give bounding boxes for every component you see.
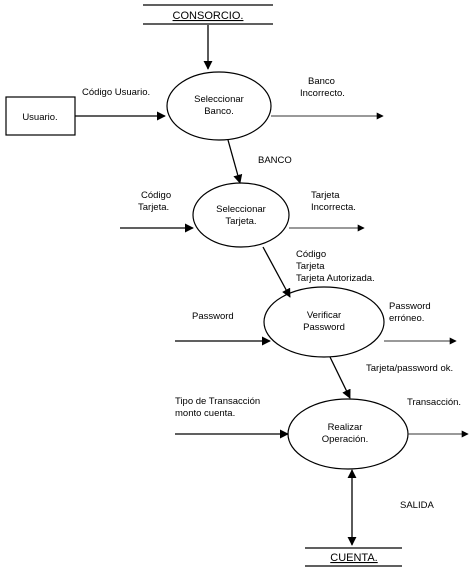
flow-label-tipo-transaccion-line-1: Tipo de Transacción bbox=[175, 396, 260, 407]
flow-label-codigo-autorizada-line-3: Tarjeta Autorizada. bbox=[296, 273, 375, 284]
flow-label-codigo-usuario: Código Usuario. bbox=[82, 87, 150, 98]
arrow-banco-to-tarjeta bbox=[227, 139, 243, 184]
flow-label-tarjeta-incorrecta-line-2: Incorrecta. bbox=[311, 202, 356, 213]
process-verificar-password-line-2: Password bbox=[303, 322, 345, 333]
flow-label-tipo-transaccion-line-2: monto cuenta. bbox=[175, 408, 235, 419]
process-verificar-password: Verificar Password bbox=[263, 286, 385, 358]
flow-label-banco-incorrecto-line-2: Incorrecto. bbox=[300, 88, 345, 99]
process-seleccionar-tarjeta: Seleccionar Tarjeta. bbox=[192, 182, 290, 248]
flow-label-codigo-tarjeta-line-1: Código bbox=[141, 190, 171, 201]
flow-label-banco-incorrecto-line-1: Banco bbox=[308, 76, 335, 87]
flow-label-password: Password bbox=[192, 311, 234, 322]
flow-label-tarjeta-password-ok: Tarjeta/password ok. bbox=[366, 363, 453, 374]
process-realizar-operacion-line-1: Realizar bbox=[328, 422, 363, 433]
data-store-consorcio-label: CONSORCIO. bbox=[173, 10, 244, 22]
process-realizar-operacion-line-2: Operación. bbox=[322, 434, 368, 445]
process-seleccionar-banco-line-2: Banco. bbox=[204, 106, 234, 117]
flow-arrows bbox=[75, 25, 469, 546]
process-seleccionar-tarjeta-line-1: Seleccionar bbox=[216, 204, 266, 215]
data-store-cuenta-label: CUENTA. bbox=[330, 552, 377, 564]
process-seleccionar-banco: Seleccionar Banco. bbox=[166, 71, 272, 141]
process-seleccionar-tarjeta-line-2: Tarjeta. bbox=[225, 216, 256, 227]
flow-label-codigo-tarjeta-line-2: Tarjeta. bbox=[138, 202, 169, 213]
process-seleccionar-banco-line-1: Seleccionar bbox=[194, 94, 244, 105]
flow-label-salida: SALIDA bbox=[400, 500, 434, 511]
data-store-consorcio: CONSORCIO. bbox=[143, 4, 273, 25]
flow-label-codigo-autorizada-line-2: Tarjeta bbox=[296, 261, 325, 272]
arrow-tarjeta-to-verificar bbox=[262, 246, 291, 298]
flow-label-codigo-autorizada-line-1: Código bbox=[296, 249, 326, 260]
flow-label-banco: BANCO bbox=[258, 155, 292, 166]
flow-label-password-erroneo-line-2: erróneo. bbox=[389, 313, 424, 324]
flow-labels: Código Usuario. Banco Incorrecto. BANCO … bbox=[82, 76, 461, 511]
external-entity-usuario-label: Usuario. bbox=[22, 112, 57, 123]
process-realizar-operacion: Realizar Operación. bbox=[287, 398, 409, 470]
arrow-verificar-to-realizar bbox=[329, 356, 351, 399]
flow-label-tarjeta-incorrecta-line-1: Tarjeta bbox=[311, 190, 340, 201]
flow-label-transaccion: Transacción. bbox=[407, 397, 461, 408]
external-entity-usuario: Usuario. bbox=[5, 96, 76, 136]
process-verificar-password-line-1: Verificar bbox=[307, 310, 341, 321]
data-store-cuenta: CUENTA. bbox=[305, 547, 402, 567]
flow-label-password-erroneo-line-1: Password bbox=[389, 301, 431, 312]
